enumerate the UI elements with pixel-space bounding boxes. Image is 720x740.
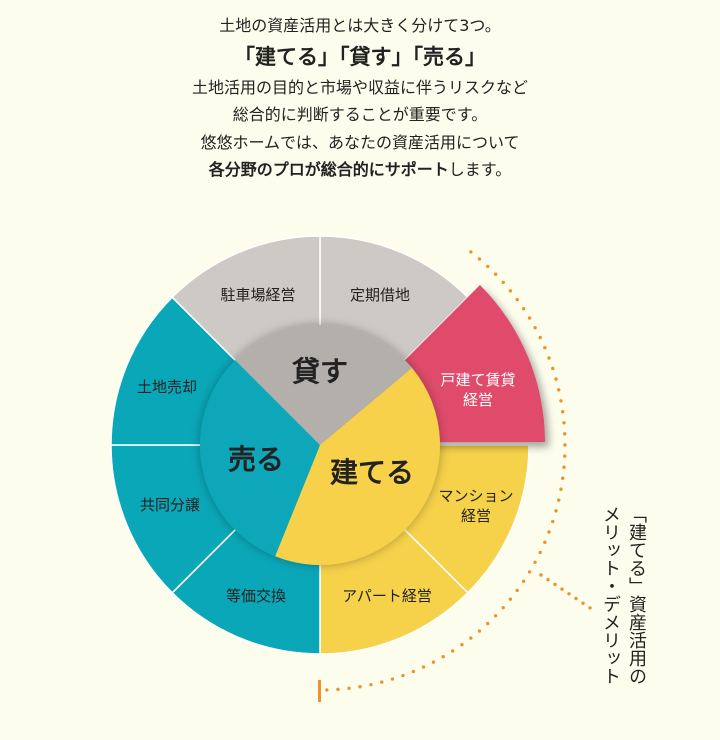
dot <box>567 592 571 596</box>
callout-line: 「建てる」資産活用の <box>626 505 647 685</box>
dot <box>493 272 498 276</box>
dot <box>477 257 482 261</box>
intro-line: 各分野のプロが総合的にサポートします。 <box>0 156 720 184</box>
label-line: 経営 <box>460 507 492 525</box>
segment-exchange[interactable]: 等価交換 <box>225 587 287 605</box>
dot <box>501 280 505 285</box>
core-sector-lend <box>235 325 412 445</box>
dot <box>546 578 550 582</box>
dot <box>431 660 436 664</box>
intro-line: 悠悠ホームでは、あなたの資産活用について <box>200 132 520 152</box>
dot <box>460 643 464 647</box>
core-lend[interactable]: 貸す <box>291 355 349 388</box>
segment-house-rental[interactable]: 戸建て賃貸経営 <box>440 370 515 410</box>
segment-land-sale[interactable]: 土地売却 <box>136 378 198 396</box>
dot <box>561 410 565 414</box>
dot <box>493 614 498 618</box>
dot <box>469 636 473 640</box>
dot <box>538 335 542 340</box>
dot <box>347 686 351 690</box>
dot <box>501 605 505 610</box>
dot <box>411 669 416 674</box>
dot <box>562 465 566 469</box>
dot <box>553 582 557 587</box>
dot <box>441 655 445 659</box>
segment-mansion[interactable]: マンション経営 <box>438 486 513 526</box>
intro-text: 土地の資産活用とは大きく分けて3つ。 「建てる」「貸す」「売る」 土地活用の目的… <box>0 12 720 184</box>
segment-joint-sale[interactable]: 共同分譲 <box>139 496 201 514</box>
dot <box>538 550 542 555</box>
dot <box>557 498 561 502</box>
callout-tick <box>318 680 321 702</box>
inner-circle <box>199 325 441 566</box>
dot <box>547 530 551 534</box>
dot <box>551 366 555 371</box>
dot <box>557 388 561 392</box>
dot <box>539 573 543 577</box>
dot <box>486 621 490 626</box>
dot <box>358 685 362 689</box>
dot <box>369 682 373 687</box>
dot <box>560 587 564 591</box>
dot <box>521 307 526 311</box>
dot <box>401 673 405 678</box>
dot <box>563 454 567 458</box>
label-line: 戸建て賃貸 <box>440 371 516 389</box>
dot <box>527 570 532 574</box>
core-sell[interactable]: 売る <box>227 443 285 476</box>
dot <box>561 476 565 480</box>
callout-line: メリット・デメリット <box>600 505 621 685</box>
dot <box>380 680 384 684</box>
core-sector-build <box>275 367 441 566</box>
label-line: 経営 <box>462 391 494 409</box>
intro-line: 土地活用の目的と市場や収益に伴うリスクなど <box>191 77 528 97</box>
intro-line: 土地の資産活用とは大きく分けて3つ。 <box>219 16 501 35</box>
core-sector-sell <box>199 360 320 557</box>
dot <box>588 606 592 610</box>
dot <box>574 596 578 601</box>
dot <box>547 356 551 360</box>
callout-dots <box>318 250 592 702</box>
dot <box>543 540 547 545</box>
dot <box>533 326 537 330</box>
core-build[interactable]: 建てる <box>329 456 415 489</box>
dot <box>508 597 513 601</box>
dot <box>515 588 519 593</box>
segment-parking[interactable]: 駐車場経営 <box>220 286 296 304</box>
dot <box>581 601 585 605</box>
dot <box>486 264 490 269</box>
dot <box>551 519 555 524</box>
dot <box>521 579 526 583</box>
dot <box>325 688 329 692</box>
dot <box>559 487 563 491</box>
segment-fixed-lease[interactable]: 定期借地 <box>349 286 411 304</box>
intro-headline: 「建てる」「貸す」「売る」 <box>234 44 486 69</box>
dot <box>563 432 567 436</box>
dot <box>515 297 519 302</box>
dot <box>559 399 563 403</box>
callout-text[interactable]: 「建てる」資産活用のメリット・デメリット <box>597 505 649 685</box>
intro-emphasis: 各分野のプロが総合的にサポート <box>208 160 449 179</box>
dot <box>554 509 558 513</box>
dot <box>508 289 513 293</box>
dot <box>527 316 532 320</box>
dot <box>477 629 482 633</box>
dot <box>390 677 395 681</box>
segment-apartment[interactable]: アパート経営 <box>342 587 432 605</box>
intro-line-end: します。 <box>448 160 512 179</box>
dot <box>543 345 547 350</box>
dot <box>421 665 426 669</box>
dot <box>562 421 566 425</box>
label-line: マンション <box>438 487 514 505</box>
dot <box>533 560 537 564</box>
dot <box>563 443 567 447</box>
dot <box>469 250 473 254</box>
dot <box>554 377 558 381</box>
dot <box>336 687 340 692</box>
intro-line: 総合的に判断することが重要です。 <box>232 105 488 124</box>
dot <box>451 649 455 653</box>
